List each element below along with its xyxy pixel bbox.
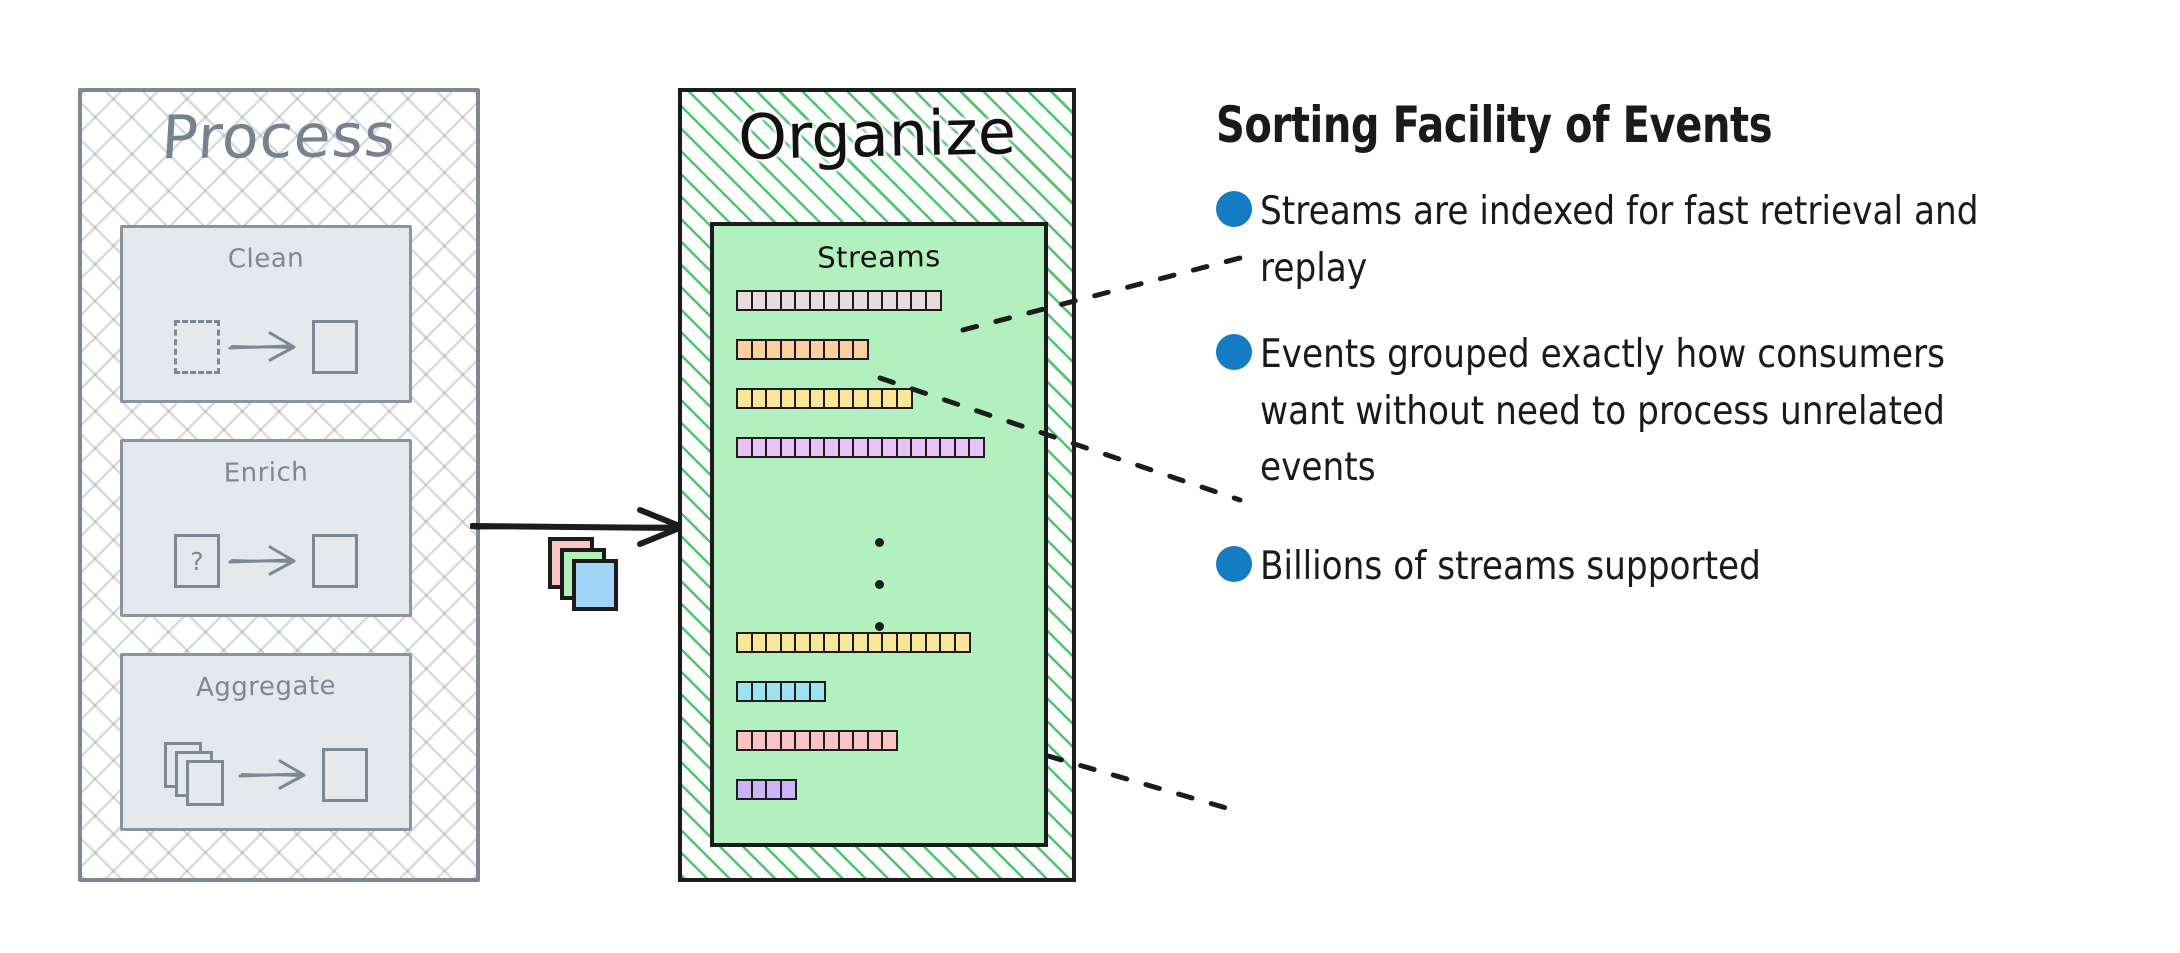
callout-line-3 bbox=[1045, 753, 1243, 815]
stream-cell bbox=[895, 388, 913, 409]
stage-label-clean: Clean bbox=[227, 243, 305, 275]
dashed-square-icon bbox=[174, 320, 220, 374]
stacked-squares-icon bbox=[164, 742, 230, 808]
organize-panel: Organize Streams bbox=[678, 88, 1076, 882]
stage-icons-enrich: ? bbox=[123, 518, 409, 604]
bullet-dot-icon bbox=[1216, 191, 1252, 227]
arrow-right-icon bbox=[238, 759, 306, 790]
stream-4 bbox=[736, 437, 985, 458]
stage-box-enrich[interactable]: Enrich ? bbox=[120, 439, 412, 617]
stream-3 bbox=[736, 388, 913, 409]
bullet-dot-icon bbox=[1216, 334, 1252, 371]
panel-connector bbox=[470, 495, 710, 630]
stream-cell bbox=[924, 290, 942, 311]
square-icon bbox=[312, 320, 358, 374]
stream-8 bbox=[736, 779, 797, 800]
streams-box: Streams bbox=[710, 222, 1048, 847]
stream-cell bbox=[881, 730, 898, 751]
process-panel: Process Clean Enrich ? bbox=[78, 88, 480, 882]
square-icon bbox=[312, 534, 358, 588]
bullet-text: Billions of streams supported bbox=[1260, 543, 1761, 589]
stacked-cards-icon bbox=[548, 537, 626, 613]
bullet-item: Events grouped exactly how consumers wan… bbox=[1216, 327, 2116, 497]
stream-7 bbox=[736, 730, 898, 751]
bullet-text: Streams are indexed for fast retrieval a… bbox=[1260, 189, 1979, 291]
question-square-icon: ? bbox=[174, 534, 220, 588]
stream-5 bbox=[736, 632, 971, 653]
streams-label: Streams bbox=[817, 239, 941, 275]
stream-cell bbox=[953, 632, 971, 653]
stage-label-enrich: Enrich bbox=[223, 457, 309, 489]
stage-icons-clean bbox=[123, 304, 409, 390]
stream-cell bbox=[852, 339, 869, 360]
process-panel-title: Process bbox=[159, 100, 399, 174]
stage-icons-aggregate bbox=[123, 732, 409, 818]
stream-cell bbox=[779, 779, 797, 800]
bullet-text: Events grouped exactly how consumers wan… bbox=[1260, 332, 1946, 491]
stream-cell bbox=[808, 681, 826, 702]
bullet-dot-icon bbox=[1216, 545, 1252, 582]
page-title: Sorting Facility of Events bbox=[1216, 96, 1773, 154]
arrow-right-icon bbox=[228, 545, 296, 576]
stream-cell bbox=[968, 437, 985, 458]
info-column: Sorting Facility of Events Streams are i… bbox=[1216, 96, 2116, 595]
arrow-right-icon bbox=[228, 331, 296, 362]
stream-6 bbox=[736, 681, 826, 702]
vertical-ellipsis-icon bbox=[714, 538, 1044, 664]
stage-box-clean[interactable]: Clean bbox=[120, 225, 412, 403]
organize-panel-title: Organize bbox=[737, 95, 1017, 174]
stage-box-aggregate[interactable]: Aggregate bbox=[120, 653, 412, 831]
bullet-item: Billions of streams supported bbox=[1216, 539, 2116, 596]
stage-label-aggregate: Aggregate bbox=[195, 671, 337, 703]
stream-2 bbox=[736, 339, 869, 360]
stream-1 bbox=[736, 290, 942, 311]
bullet-item: Streams are indexed for fast retrieval a… bbox=[1216, 184, 2116, 297]
square-icon bbox=[322, 748, 368, 802]
